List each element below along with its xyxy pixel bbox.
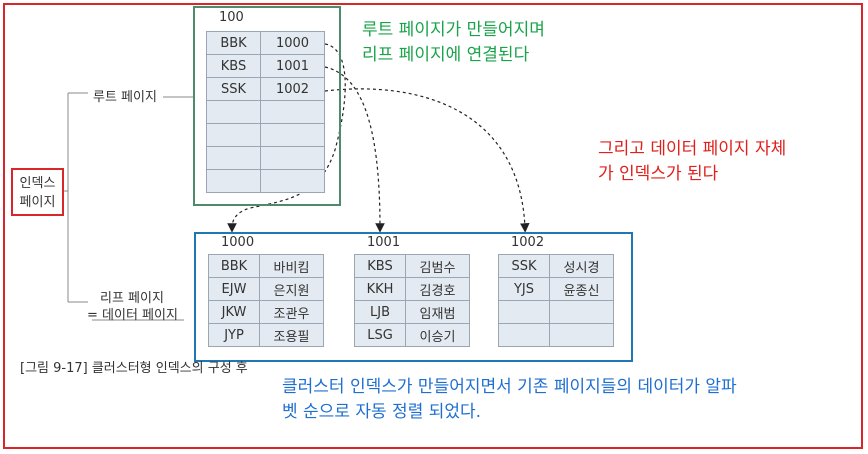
leaf-name-cell: 조용필 xyxy=(259,323,324,347)
red-annotation-line1: 그리고 데이터 페이지 자체 xyxy=(598,139,787,159)
leaf-name-cell: 성시경 xyxy=(549,254,614,278)
blue-annotation-line1: 클러스터 인덱스가 만들어지면서 기존 페이지들의 데이터가 알파 xyxy=(282,377,737,397)
leaf-name-cell: 임재범 xyxy=(405,300,470,324)
leaf-id-cell: JKW xyxy=(208,300,260,324)
root-page xyxy=(193,6,341,206)
blue-annotation-line2: 벳 순으로 자동 정렬 되었다. xyxy=(282,402,482,422)
leaf-page-number: 1002 xyxy=(511,235,545,250)
leaf-name-cell: 이승기 xyxy=(405,323,470,347)
root-pointer-cell xyxy=(260,100,325,124)
leaf-page-number: 1001 xyxy=(367,235,401,250)
leaf-id-cell: JYP xyxy=(208,323,260,347)
leaf-name-cell: 바비킴 xyxy=(259,254,324,278)
blue-annotation: 클러스터 인덱스가 만들어지면서 기존 페이지들의 데이터가 알파 벳 순으로 … xyxy=(282,375,737,425)
leaf-page-label-line2: = 데이터 페이지 xyxy=(87,308,178,323)
leaf-id-cell: YJS xyxy=(498,277,550,301)
leaf-name-cell xyxy=(549,300,614,324)
leaf-id-cell: BBK xyxy=(208,254,260,278)
root-pointer-cell xyxy=(260,146,325,170)
leaf-id-cell xyxy=(498,323,550,347)
leaf-id-cell: LJB xyxy=(354,300,406,324)
root-row xyxy=(206,123,325,147)
root-row xyxy=(206,169,325,193)
leaf-id-cell: KBS xyxy=(354,254,406,278)
red-annotation: 그리고 데이터 페이지 자체 가 인덱스가 된다 xyxy=(598,137,786,187)
leaf-name-cell: 윤종신 xyxy=(549,277,614,301)
root-key-cell: SSK xyxy=(206,77,261,101)
root-pointer-cell xyxy=(260,169,325,193)
leaf-row xyxy=(498,323,614,347)
index-page-label: 인덱스 페이지 xyxy=(11,168,64,216)
index-page-label-line1: 인덱스 xyxy=(19,176,56,191)
red-annotation-line2: 가 인덱스가 된다 xyxy=(598,164,719,184)
leaf-page-number: 1000 xyxy=(221,235,255,250)
root-key-cell xyxy=(206,146,261,170)
root-key-cell xyxy=(206,169,261,193)
leaf-page-label-line1: 리프 페이지 xyxy=(100,291,164,306)
leaf-id-cell: KKH xyxy=(354,277,406,301)
root-pointer-cell: 1000 xyxy=(260,31,325,55)
leaf-id-cell: EJW xyxy=(208,277,260,301)
root-row xyxy=(206,146,325,170)
root-key-cell: BBK xyxy=(206,31,261,55)
figure-caption: [그림 9-17] 클러스터형 인덱스의 구성 후 xyxy=(20,361,248,376)
root-page-number: 100 xyxy=(219,10,244,25)
green-annotation: 루트 페이지가 만들어지며 리프 페이지에 연결된다 xyxy=(362,18,545,68)
root-pointer-cell xyxy=(260,123,325,147)
leaf-name-cell: 김경호 xyxy=(405,277,470,301)
green-annotation-line1: 루트 페이지가 만들어지며 xyxy=(362,20,545,40)
root-pointer-cell: 1002 xyxy=(260,77,325,101)
leaf-pages xyxy=(194,232,633,362)
outer-frame xyxy=(3,3,863,449)
leaf-name-cell: 김범수 xyxy=(405,254,470,278)
green-annotation-line2: 리프 페이지에 연결된다 xyxy=(362,45,530,65)
index-page-label-line2: 페이지 xyxy=(19,195,56,210)
root-key-cell xyxy=(206,100,261,124)
leaf-id-cell xyxy=(498,300,550,324)
root-row xyxy=(206,100,325,124)
root-key-cell: KBS xyxy=(206,54,261,78)
leaf-name-cell: 조관우 xyxy=(259,300,324,324)
leaf-row xyxy=(498,300,614,324)
root-key-cell xyxy=(206,123,261,147)
leaf-name-cell xyxy=(549,323,614,347)
leaf-id-cell: LSG xyxy=(354,323,406,347)
leaf-id-cell: SSK xyxy=(498,254,550,278)
leaf-name-cell: 은지원 xyxy=(259,277,324,301)
root-pointer-cell: 1001 xyxy=(260,54,325,78)
root-page-label: 루트 페이지 xyxy=(93,90,157,105)
